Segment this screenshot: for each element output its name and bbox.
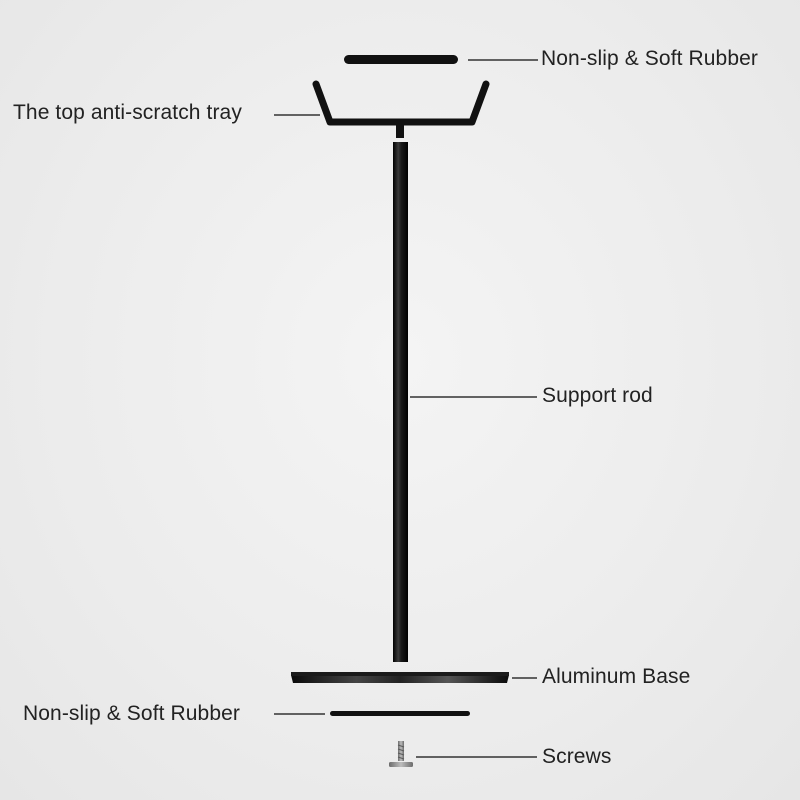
label-top-rubber: Non-slip & Soft Rubber xyxy=(541,47,758,70)
aluminum-base xyxy=(291,672,509,683)
label-top-tray: The top anti-scratch tray xyxy=(13,101,242,124)
screw-icon xyxy=(389,741,413,767)
top-tray xyxy=(312,80,490,138)
label-aluminum-base: Aluminum Base xyxy=(542,665,691,688)
label-screws: Screws xyxy=(542,745,612,768)
bottom-rubber-pad xyxy=(330,711,470,716)
top-rubber-pad xyxy=(344,55,458,64)
label-bottom-rubber: Non-slip & Soft Rubber xyxy=(23,702,240,725)
support-rod xyxy=(393,142,408,662)
label-support-rod: Support rod xyxy=(542,384,653,407)
